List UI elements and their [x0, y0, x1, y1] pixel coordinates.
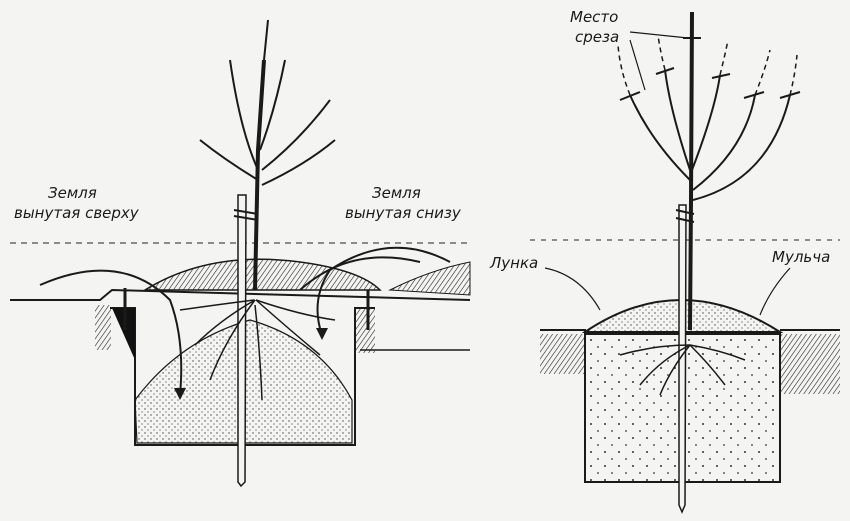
pointer-mulch	[759, 267, 791, 316]
label-soil-bottom-line1: Земля	[372, 184, 421, 202]
arrowhead-topsoil	[174, 388, 186, 400]
label-mulch: Мульча	[772, 248, 830, 266]
subsoil-pile	[388, 261, 471, 296]
label-soil-bottom-line2: вынутая снизу	[345, 204, 462, 222]
label-cut-line2: среза	[575, 28, 619, 46]
ground-surface	[10, 288, 471, 301]
left-planting-scene: Земля вынутая сверху Земля вынутая снизу	[10, 19, 471, 488]
label-soil-top-line2: вынутая сверху	[14, 204, 140, 222]
pruned-branches	[629, 69, 791, 201]
right-planting-scene: Место среза Лунка Мульча	[489, 8, 840, 514]
support-stake	[237, 194, 247, 488]
pit-wall-dark-left	[112, 308, 135, 360]
pit-wall-right	[355, 308, 375, 353]
cut-marks	[619, 37, 801, 101]
pointer-hole	[544, 267, 601, 311]
arrow-subsoil-2	[299, 256, 421, 291]
tree-trunk	[253, 59, 266, 291]
arrowhead-subsoil	[316, 328, 328, 340]
topsoil-left	[540, 334, 585, 374]
tree-roots	[179, 299, 336, 401]
label-soil-top-line1: Земля	[48, 184, 97, 202]
tree-trunk-right	[688, 11, 694, 331]
pointer-cut-trunk	[629, 31, 689, 39]
label-pointers	[544, 31, 791, 316]
pointer-cut-branch	[629, 39, 646, 91]
tree-tie	[233, 209, 259, 221]
tree-branches	[199, 19, 336, 186]
pit-wall-left-soil	[95, 305, 111, 350]
support-stake-right	[678, 204, 687, 514]
topsoil-mound	[142, 258, 382, 291]
tree-tie-right	[675, 209, 695, 223]
cut-off-parts	[617, 34, 798, 96]
topsoil-right	[780, 334, 840, 394]
tree-roots-right	[619, 344, 746, 396]
soil-arrows	[39, 246, 451, 396]
label-hole: Лунка	[489, 254, 538, 272]
label-cut-line1: Место	[570, 8, 618, 26]
arrow-topsoil	[39, 269, 183, 396]
